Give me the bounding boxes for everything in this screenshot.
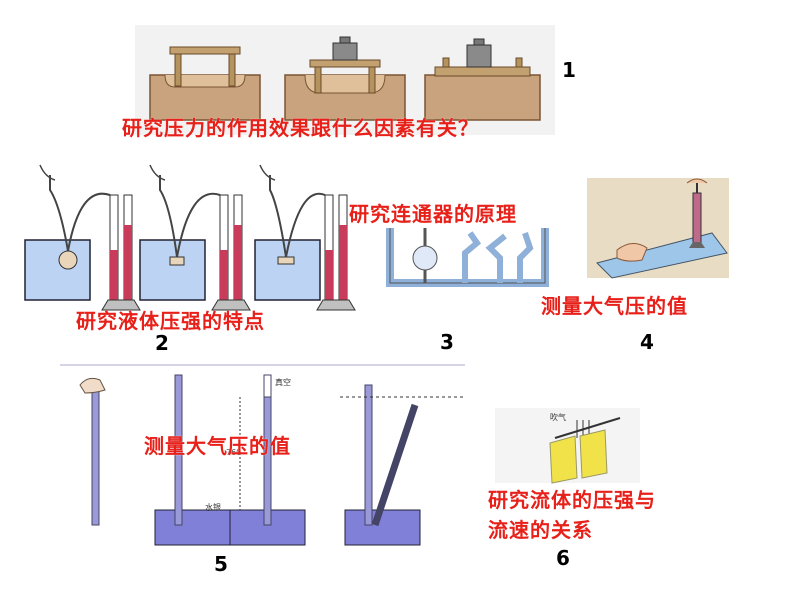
- panel-4: 测量大气压的值 4: [541, 178, 795, 360]
- pressure-experiment-illustration: [135, 25, 555, 135]
- panel-number: 6: [556, 546, 570, 570]
- beaker-unit-1: [24, 164, 141, 311]
- foam-block-2: [284, 36, 406, 121]
- panel-3: 研究连通器的原理 3: [345, 190, 565, 360]
- panel-5: 760 真空 水银 测量大气压的值 5: [0, 360, 480, 600]
- panel-number: 2: [155, 331, 169, 355]
- paper-sheets-illustration: 吹气: [495, 408, 640, 484]
- height-label: 760: [226, 448, 241, 457]
- panel-caption: 测量大气压的值: [144, 434, 291, 458]
- torricelli-illustration: 760 真空 水银: [60, 364, 465, 546]
- panel-number: 3: [440, 330, 454, 354]
- panel-1: 1 研究压力的作用效果跟什么因素有关？: [0, 0, 800, 150]
- panel-caption-line-1: 研究流体的压强与: [488, 488, 656, 512]
- panel-6: 吹气 研究流体的压强与 流速的关系 6: [480, 400, 800, 600]
- liquid-pressure-illustration: [24, 164, 356, 311]
- panel-2: 研究液体压强的特点 2: [0, 155, 360, 360]
- panel-caption: 测量大气压的值: [541, 294, 688, 318]
- beaker-unit-2: [139, 164, 251, 311]
- panel-caption: 研究液体压强的特点: [76, 309, 265, 333]
- foam-block-3: [424, 38, 541, 121]
- panel-caption: 研究压力的作用效果跟什么因素有关？: [122, 116, 479, 140]
- panel-caption: 研究连通器的原理: [349, 202, 517, 226]
- vacuum-label: 真空: [275, 377, 291, 387]
- suction-cup-illustration: [587, 178, 729, 279]
- panel-caption-line-2: 流速的关系: [488, 518, 593, 542]
- connected-vessels-illustration: [386, 228, 549, 287]
- beaker-unit-3: [254, 164, 356, 311]
- blow-label: 吹气: [550, 412, 566, 422]
- foam-block-1: [149, 46, 261, 121]
- panel-number: 1: [562, 58, 576, 82]
- panel-number: 5: [214, 552, 228, 576]
- panel-number: 4: [640, 330, 654, 354]
- mercury-label: 水银: [205, 502, 221, 512]
